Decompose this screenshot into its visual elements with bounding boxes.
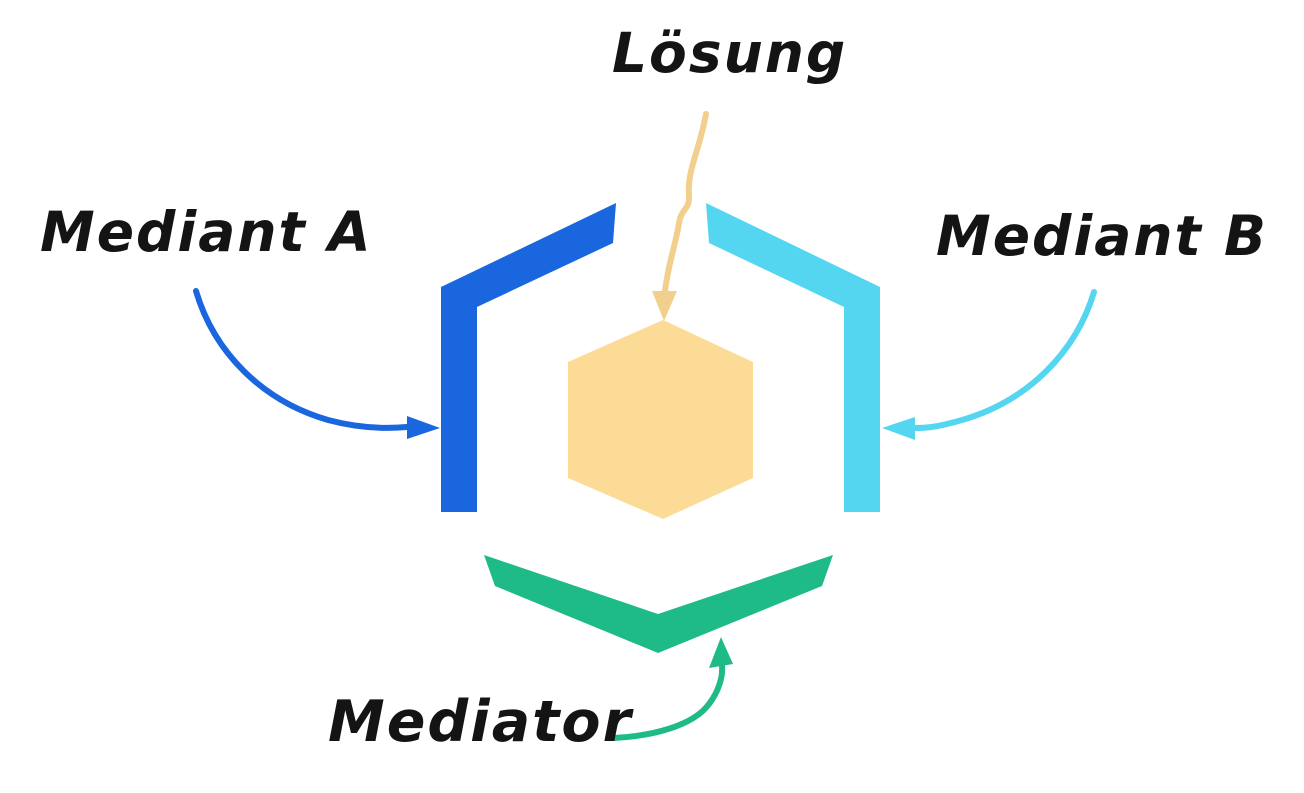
mediator-arrow [611,637,733,741]
mediant-a-chevron-icon [441,203,616,512]
mediant-a-label: Mediant A [40,200,373,264]
mediator-chevron-icon [484,555,833,653]
mediant-b-arrow [882,289,1097,440]
mediant-a-arrow [193,288,440,439]
mediator-label: Mediator [328,689,633,755]
solution-arrow [652,111,709,321]
mediant-b-arrowhead-icon [882,417,915,440]
mediant-b-chevron-icon [706,203,880,512]
mediant-a-arrowhead-icon [407,416,440,439]
mediant-b-label: Mediant B [936,204,1268,268]
solution-hexagon-icon [568,320,753,519]
solution-arrow-line [662,111,709,294]
mediant-b-arrow-line [912,289,1097,431]
mediant-a-arrow-line [193,288,410,431]
mediator-arrow-line [611,663,726,741]
solution-label: Lösung [612,21,848,85]
solution-arrowhead-icon [652,291,677,321]
mediator-arrowhead-icon [709,637,733,668]
